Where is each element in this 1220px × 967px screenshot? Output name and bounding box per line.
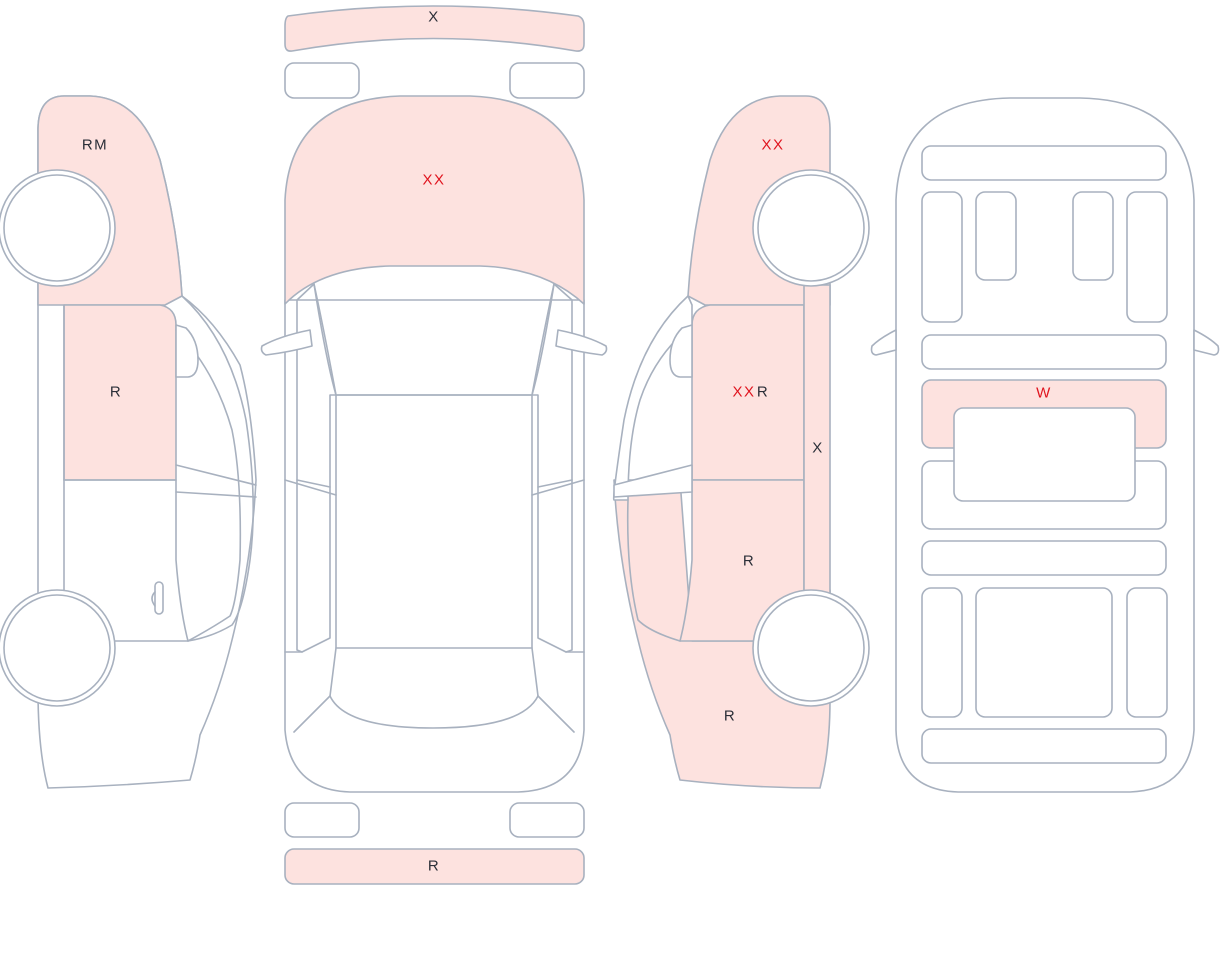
left-a-pillar bbox=[181, 295, 254, 642]
front-bumper[interactable] bbox=[284, 5, 585, 52]
left-pillar-lines bbox=[284, 479, 337, 653]
label-interior-middle-row: W bbox=[1036, 385, 1052, 402]
rear-right-taillight bbox=[509, 802, 585, 838]
left-b-pillar bbox=[175, 464, 257, 498]
front-right-seat bbox=[1072, 191, 1114, 281]
left-front-wheel bbox=[3, 174, 111, 282]
interior-right-mirror bbox=[1193, 329, 1220, 356]
roof bbox=[335, 394, 533, 649]
interior-left-mirror bbox=[870, 329, 897, 356]
front-left-door-trim bbox=[921, 191, 963, 323]
trunk-lines bbox=[293, 695, 575, 733]
left-rear-door bbox=[63, 479, 189, 642]
front-left-headlight bbox=[284, 62, 360, 99]
label-rear-bumper: R bbox=[428, 858, 440, 875]
rear-left-taillight bbox=[284, 802, 360, 838]
front-right-headlight bbox=[509, 62, 585, 99]
top-left-mirror[interactable] bbox=[260, 329, 313, 356]
cargo-area bbox=[921, 728, 1167, 764]
left-side-view: RM R bbox=[0, 95, 257, 789]
top-right-mirror[interactable] bbox=[555, 329, 608, 356]
right-b-pillar bbox=[613, 464, 693, 498]
label-right-front-door-a: XX bbox=[732, 384, 755, 401]
right-mirror[interactable] bbox=[669, 324, 693, 378]
left-door-handle[interactable] bbox=[154, 581, 164, 615]
label-right-rear-door: R bbox=[743, 553, 755, 570]
right-rear-door[interactable] bbox=[679, 479, 805, 642]
rear-bumper[interactable] bbox=[284, 848, 585, 885]
label-right-front-fender: XX bbox=[761, 137, 784, 154]
right-side-view: XX XX R X R R bbox=[612, 95, 870, 789]
right-front-door[interactable] bbox=[691, 304, 805, 481]
left-mirror[interactable] bbox=[175, 324, 199, 378]
right-front-wheel bbox=[757, 174, 865, 282]
left-door-handle-knob bbox=[151, 591, 156, 607]
right-window-frame bbox=[612, 295, 693, 501]
right-pillar-lines bbox=[531, 479, 585, 653]
front-left-seat bbox=[975, 191, 1017, 281]
label-right-quarter-panel: R bbox=[724, 708, 736, 725]
rear-window bbox=[329, 647, 539, 729]
dashboard bbox=[921, 145, 1167, 181]
label-front-bumper: X bbox=[428, 9, 440, 26]
rear-bench-seat bbox=[975, 587, 1113, 718]
label-left-front-fender: RM bbox=[82, 137, 108, 154]
rear-right-door-trim bbox=[1126, 587, 1168, 718]
sunroof-panel bbox=[953, 407, 1136, 502]
left-window-inner bbox=[175, 329, 242, 642]
top-view: X XX R bbox=[260, 5, 608, 885]
label-right-front-door-b: R bbox=[757, 384, 769, 401]
front-console bbox=[921, 334, 1167, 370]
top-body-outline bbox=[284, 299, 585, 793]
front-right-door-trim bbox=[1126, 191, 1168, 323]
label-hood: XX bbox=[422, 172, 445, 189]
hood[interactable] bbox=[284, 95, 585, 305]
right-c-pillar-line bbox=[626, 499, 681, 642]
left-front-door[interactable] bbox=[63, 304, 177, 481]
rear-console bbox=[921, 540, 1167, 576]
right-rear-wheel bbox=[757, 594, 865, 702]
label-right-rocker: X bbox=[812, 440, 824, 457]
left-rear-wheel bbox=[3, 594, 111, 702]
interior-view: W bbox=[870, 97, 1220, 793]
rear-left-door-trim bbox=[921, 587, 963, 718]
right-quarter-panel[interactable] bbox=[613, 479, 831, 789]
label-left-front-door: R bbox=[110, 384, 122, 401]
